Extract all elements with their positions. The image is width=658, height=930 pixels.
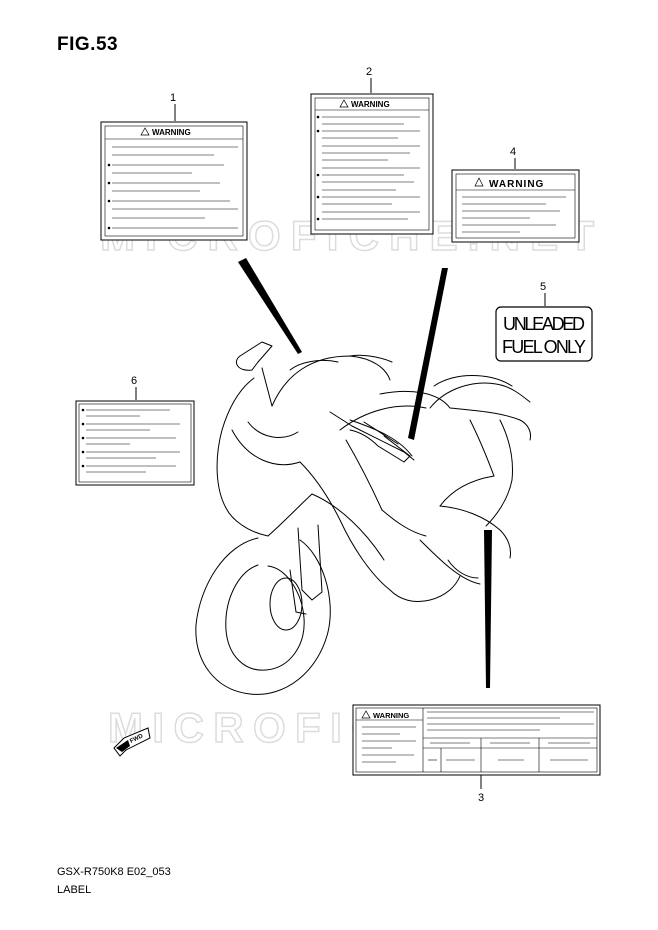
label-part-3: WARNING 3 xyxy=(352,704,601,804)
pointer-wedge-3 xyxy=(484,530,492,688)
warning-triangle-icon xyxy=(474,177,484,187)
part-number-4: 4 xyxy=(510,146,516,158)
part-number-3: 3 xyxy=(478,792,484,804)
pointer-wedge-2 xyxy=(408,268,448,440)
warning-triangle-icon xyxy=(339,99,349,108)
part-number-2: 2 xyxy=(366,66,372,78)
diagram-caption: LABEL xyxy=(57,884,92,896)
motorcycle-outline xyxy=(195,341,531,695)
label-5-line1: UNLEADED xyxy=(503,314,585,334)
warning-triangle-icon xyxy=(361,710,371,719)
fwd-label: FWD xyxy=(129,733,145,745)
diagram-code: GSX-R750K8 E02_053 xyxy=(57,866,171,878)
figure-title: FIG.53 xyxy=(57,34,119,55)
label-part-6: 6 xyxy=(75,375,195,486)
fwd-arrow-icon: FWD xyxy=(113,727,151,757)
label-part-2: 2 WARNING xyxy=(310,66,434,235)
part-number-5: 5 xyxy=(540,281,546,293)
pointer-wedge-1 xyxy=(238,258,302,354)
label-5-line2: FUEL ONLY xyxy=(502,337,586,357)
part-number-6: 6 xyxy=(131,375,137,387)
label-part-4: 4 WARNING xyxy=(451,146,580,243)
label-3-heading: WARNING xyxy=(373,711,409,720)
warning-triangle-icon xyxy=(140,127,150,136)
part-number-1: 1 xyxy=(170,92,176,104)
label-part-1: 1 WARNING xyxy=(100,92,248,241)
label-4-heading: WARNING xyxy=(489,179,544,190)
label-2-heading: WARNING xyxy=(351,100,390,109)
label-1-heading: WARNING xyxy=(152,128,191,137)
label-part-5: 5 UNLEADED FUEL ONLY xyxy=(495,281,593,362)
